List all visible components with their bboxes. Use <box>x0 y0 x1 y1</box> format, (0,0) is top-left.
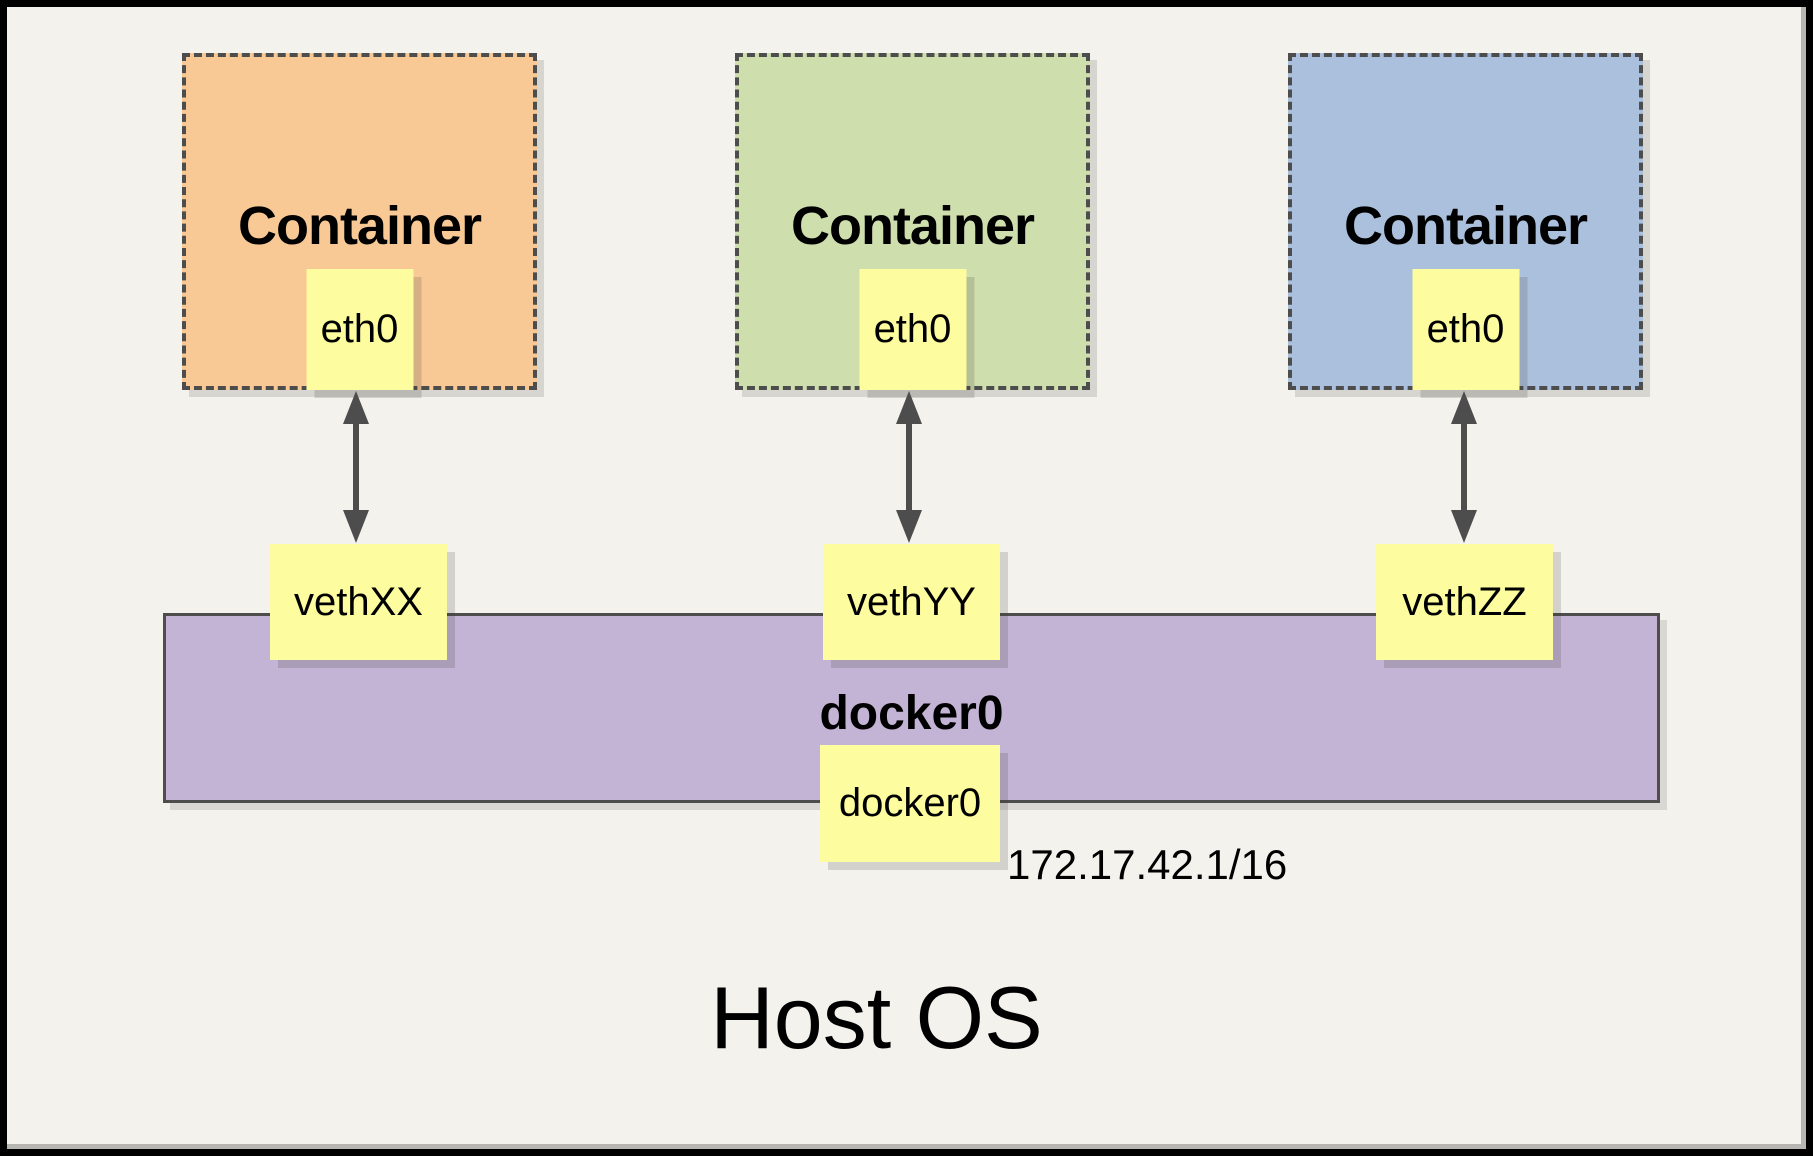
container-3-title: Container <box>1343 196 1588 256</box>
container-box-3: Container eth0 <box>1288 53 1643 390</box>
vethXX-node: vethXX <box>270 544 447 660</box>
container-box-1: Container eth0 <box>182 53 537 390</box>
container-1-title: Container <box>237 196 482 256</box>
container-3-eth0-node: eth0 <box>1412 269 1519 390</box>
docker0-bridge-label: docker0 <box>819 687 1004 740</box>
bidirectional-arrow-icon-3 <box>1451 391 1477 543</box>
host-os-label: Host OS <box>710 968 1043 1067</box>
bridge-ip-label: 172.17.42.1/16 <box>1007 841 1288 888</box>
container-box-2: Container eth0 <box>735 53 1090 390</box>
container-1-eth0-node: eth0 <box>306 269 413 390</box>
container-2-title: Container <box>790 196 1035 256</box>
container-2-eth0-node: eth0 <box>859 269 966 390</box>
docker0-interface-node: docker0 <box>820 745 1000 862</box>
vethZZ-node: vethZZ <box>1376 544 1553 660</box>
vethYY-node: vethYY <box>823 544 1000 660</box>
bidirectional-arrow-icon-2 <box>896 391 922 543</box>
bidirectional-arrow-icon-1 <box>343 391 369 543</box>
